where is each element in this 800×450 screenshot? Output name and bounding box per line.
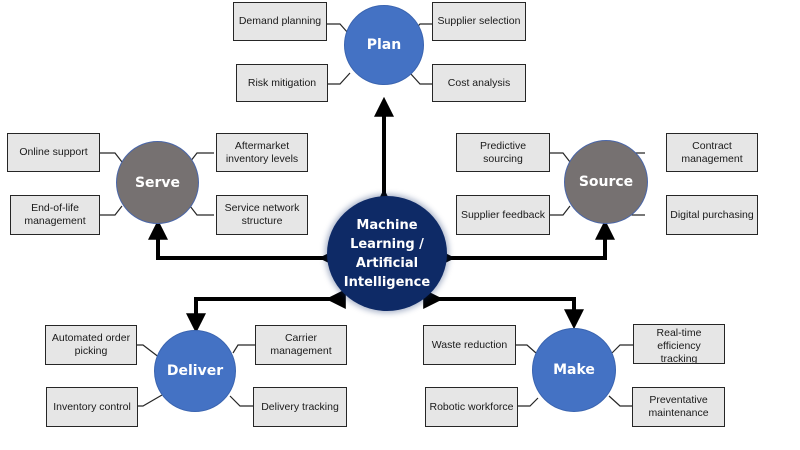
box-inventory-control: Inventory control [46, 387, 138, 427]
box-robotic-workforce: Robotic workforce [425, 387, 518, 427]
box-online-support: Online support [7, 133, 100, 172]
node-plan: Plan [344, 5, 424, 85]
box-label: Real-time efficiency tracking [656, 326, 702, 364]
box-risk-mitigation: Risk mitigation [236, 64, 328, 102]
box-label: Contract management [681, 139, 743, 165]
box-waste-reduction: Waste reduction [423, 325, 516, 365]
arrow-source [435, 219, 615, 268]
box-label: Supplier feedback [460, 208, 546, 221]
box-digital-purchasing: Digital purchasing [666, 195, 758, 235]
arrow-deliver [186, 289, 346, 334]
box-label: Digital purchasing [670, 208, 754, 221]
box-supplier-feedback: Supplier feedback [456, 195, 550, 235]
box-predictive-sourcing: Predictive sourcing [456, 133, 550, 172]
box-label: Online support [19, 146, 88, 158]
box-label: Risk mitigation [247, 76, 317, 89]
box-carrier-management: Carrier management [255, 325, 347, 365]
node-source-label: Source [578, 174, 634, 190]
node-deliver: Deliver [154, 330, 236, 412]
box-contract-management: Contract management [666, 133, 758, 172]
node-make: Make [532, 328, 616, 412]
center-label-line: Learning / [350, 236, 424, 252]
box-preventative-maintenance: Preventative maintenance [632, 387, 725, 427]
box-real-time-efficiency-tracking: Real-time efficiency tracking [633, 324, 725, 364]
node-make-label: Make [553, 362, 595, 378]
center-node-ml-ai: Machine Learning / Artificial Intelligen… [327, 196, 447, 311]
box-end-of-life-management: End-of-life management [10, 195, 100, 235]
node-deliver-label: Deliver [166, 363, 224, 379]
arrow-make [423, 289, 584, 330]
arrow-serve [148, 219, 339, 268]
box-label: Predictive sourcing [479, 139, 527, 165]
box-label: Demand planning [238, 15, 322, 27]
center-label-line: Artificial [355, 255, 419, 271]
box-label: Carrier management [270, 332, 332, 357]
box-service-network-structure: Service network structure [216, 195, 308, 235]
box-label: Automated order picking [51, 332, 131, 357]
box-supplier-selection: Supplier selection [432, 2, 526, 41]
box-delivery-tracking: Delivery tracking [253, 387, 347, 427]
box-label: Cost analysis [447, 76, 511, 89]
box-label: End-of-life management [24, 202, 86, 227]
box-demand-planning: Demand planning [233, 2, 327, 41]
box-cost-analysis: Cost analysis [432, 64, 526, 102]
box-label: Aftermarket inventory levels [225, 139, 299, 165]
arrows [148, 96, 615, 334]
node-plan-label: Plan [366, 37, 402, 53]
box-label: Waste reduction [431, 338, 508, 351]
box-automated-order-picking: Automated order picking [45, 325, 137, 365]
thin-connectors [100, 23, 645, 407]
center-label-line: Machine [356, 217, 418, 233]
node-serve-label: Serve [134, 174, 181, 191]
center-label-line: Intelligence [343, 274, 431, 290]
box-label: Supplier selection [437, 15, 521, 27]
box-label: Preventative maintenance [648, 394, 709, 419]
box-aftermarket-inventory-levels: Aftermarket inventory levels [216, 133, 308, 172]
box-label: Service network structure [224, 202, 300, 227]
node-serve: Serve [116, 141, 199, 224]
box-label: Delivery tracking [261, 400, 339, 413]
node-source: Source [564, 140, 648, 224]
box-label: Robotic workforce [429, 400, 514, 413]
box-label: Inventory control [53, 400, 131, 413]
